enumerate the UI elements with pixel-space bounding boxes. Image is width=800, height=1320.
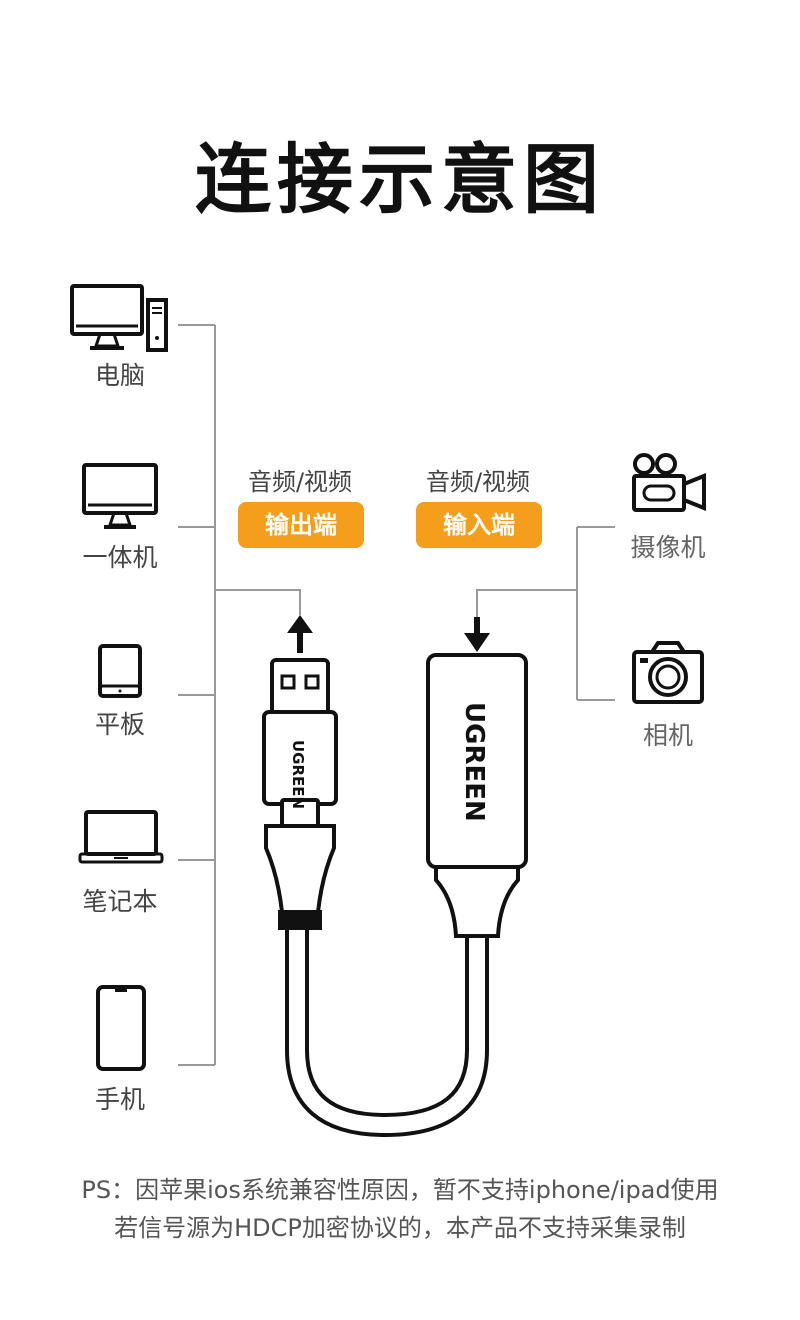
phone-icon — [96, 985, 146, 1071]
adapter-brand-small: UGREEN — [289, 740, 307, 809]
device-label-laptop: 笔记本 — [82, 887, 158, 916]
input-subtitle: 音频/视频 — [425, 468, 531, 496]
footnote-line-1: PS：因苹果ios系统兼容性原因，暂不支持iphone/ipad使用 — [81, 1176, 719, 1204]
up-arrow-icon — [287, 615, 313, 653]
device-label-camera: 相机 — [642, 721, 693, 750]
page-title: 连接示意图 — [195, 135, 605, 224]
hdmi-capture-body — [426, 653, 528, 938]
laptop-icon — [78, 810, 164, 864]
down-arrow-icon — [464, 617, 490, 652]
device-label-computer: 电脑 — [94, 361, 145, 390]
device-label-tablet: 平板 — [94, 710, 145, 739]
photo-camera-icon — [632, 641, 704, 704]
output-subtitle: 音频/视频 — [247, 468, 353, 496]
device-label-phone: 手机 — [94, 1085, 145, 1114]
left-connector-lines — [178, 324, 301, 1066]
all-in-one-monitor-icon — [82, 463, 158, 529]
device-label-aio: 一体机 — [82, 543, 158, 572]
desktop-computer-icon — [70, 284, 168, 352]
device-label-camcorder: 摄像机 — [630, 533, 706, 562]
video-camera-icon — [632, 453, 706, 512]
right-connector-lines — [476, 526, 615, 701]
tablet-icon — [98, 644, 142, 698]
capture-brand: UGREEN — [459, 702, 489, 822]
input-badge: 输入端 — [416, 502, 542, 548]
footnote-line-2: 若信号源为HDCP加密协议的，本产品不支持采集录制 — [114, 1214, 686, 1242]
output-badge: 输出端 — [238, 502, 364, 548]
cable — [285, 928, 489, 1138]
usb-plug-icon — [262, 658, 338, 930]
